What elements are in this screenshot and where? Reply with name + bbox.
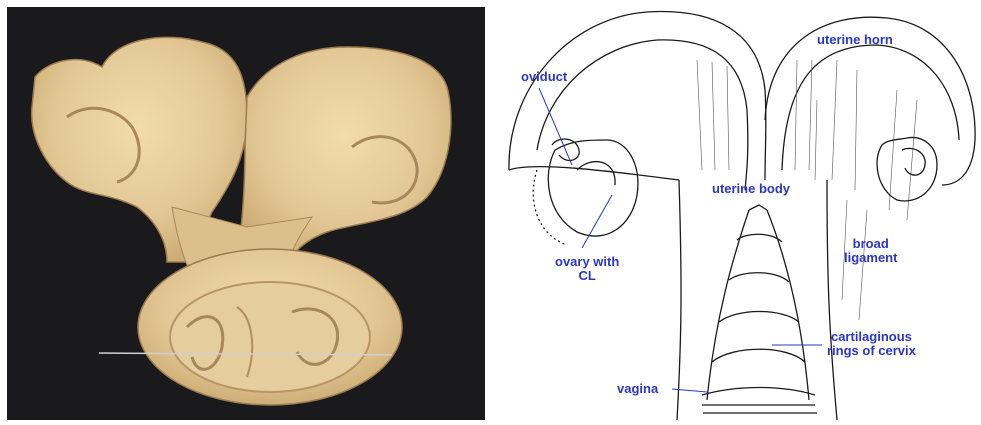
ligament-left-edge: [509, 167, 679, 180]
label-ovary-with-cl: ovary with CL: [555, 255, 619, 283]
leader-oviduct: [539, 88, 572, 165]
cervix-cap: [749, 205, 767, 210]
label-uterine-body: uterine body: [712, 182, 790, 196]
cervix-inner: [170, 282, 370, 392]
cervical-ring-2: [729, 273, 789, 282]
label-vagina: vagina: [617, 382, 658, 396]
left-oviduct-coil: [552, 139, 615, 185]
label-cartilaginous-rings: cartilaginous rings of cervix: [827, 330, 916, 358]
left-ovary: [548, 140, 638, 236]
body-right-edge: [827, 180, 837, 420]
cervix-canal-left: [707, 210, 749, 400]
leader-ovary: [582, 195, 612, 248]
diagram-drawing: [497, 0, 981, 425]
anatomy-diagram: oviduct uterine horn uterine body ovary …: [497, 0, 981, 425]
leader-vagina: [672, 389, 707, 392]
vaginal-folds: [702, 388, 817, 414]
label-broad-ligament: broad ligament: [844, 237, 897, 265]
cervical-ring-3: [719, 312, 799, 323]
label-uterine-horn: uterine horn: [817, 33, 893, 47]
right-ovary-coil: [902, 148, 925, 175]
specimen-photo: [7, 7, 485, 420]
left-ovary-dots: [533, 170, 567, 245]
right-ovary: [877, 137, 937, 200]
specimen-photo-graphic: [7, 7, 485, 420]
body-left-edge: [677, 180, 681, 420]
right-horn-inner: [782, 45, 959, 170]
cervical-ring-1: [737, 234, 782, 242]
cervix-canal-right: [767, 210, 809, 400]
label-oviduct: oviduct: [521, 70, 567, 84]
cervical-ring-4: [712, 349, 805, 362]
